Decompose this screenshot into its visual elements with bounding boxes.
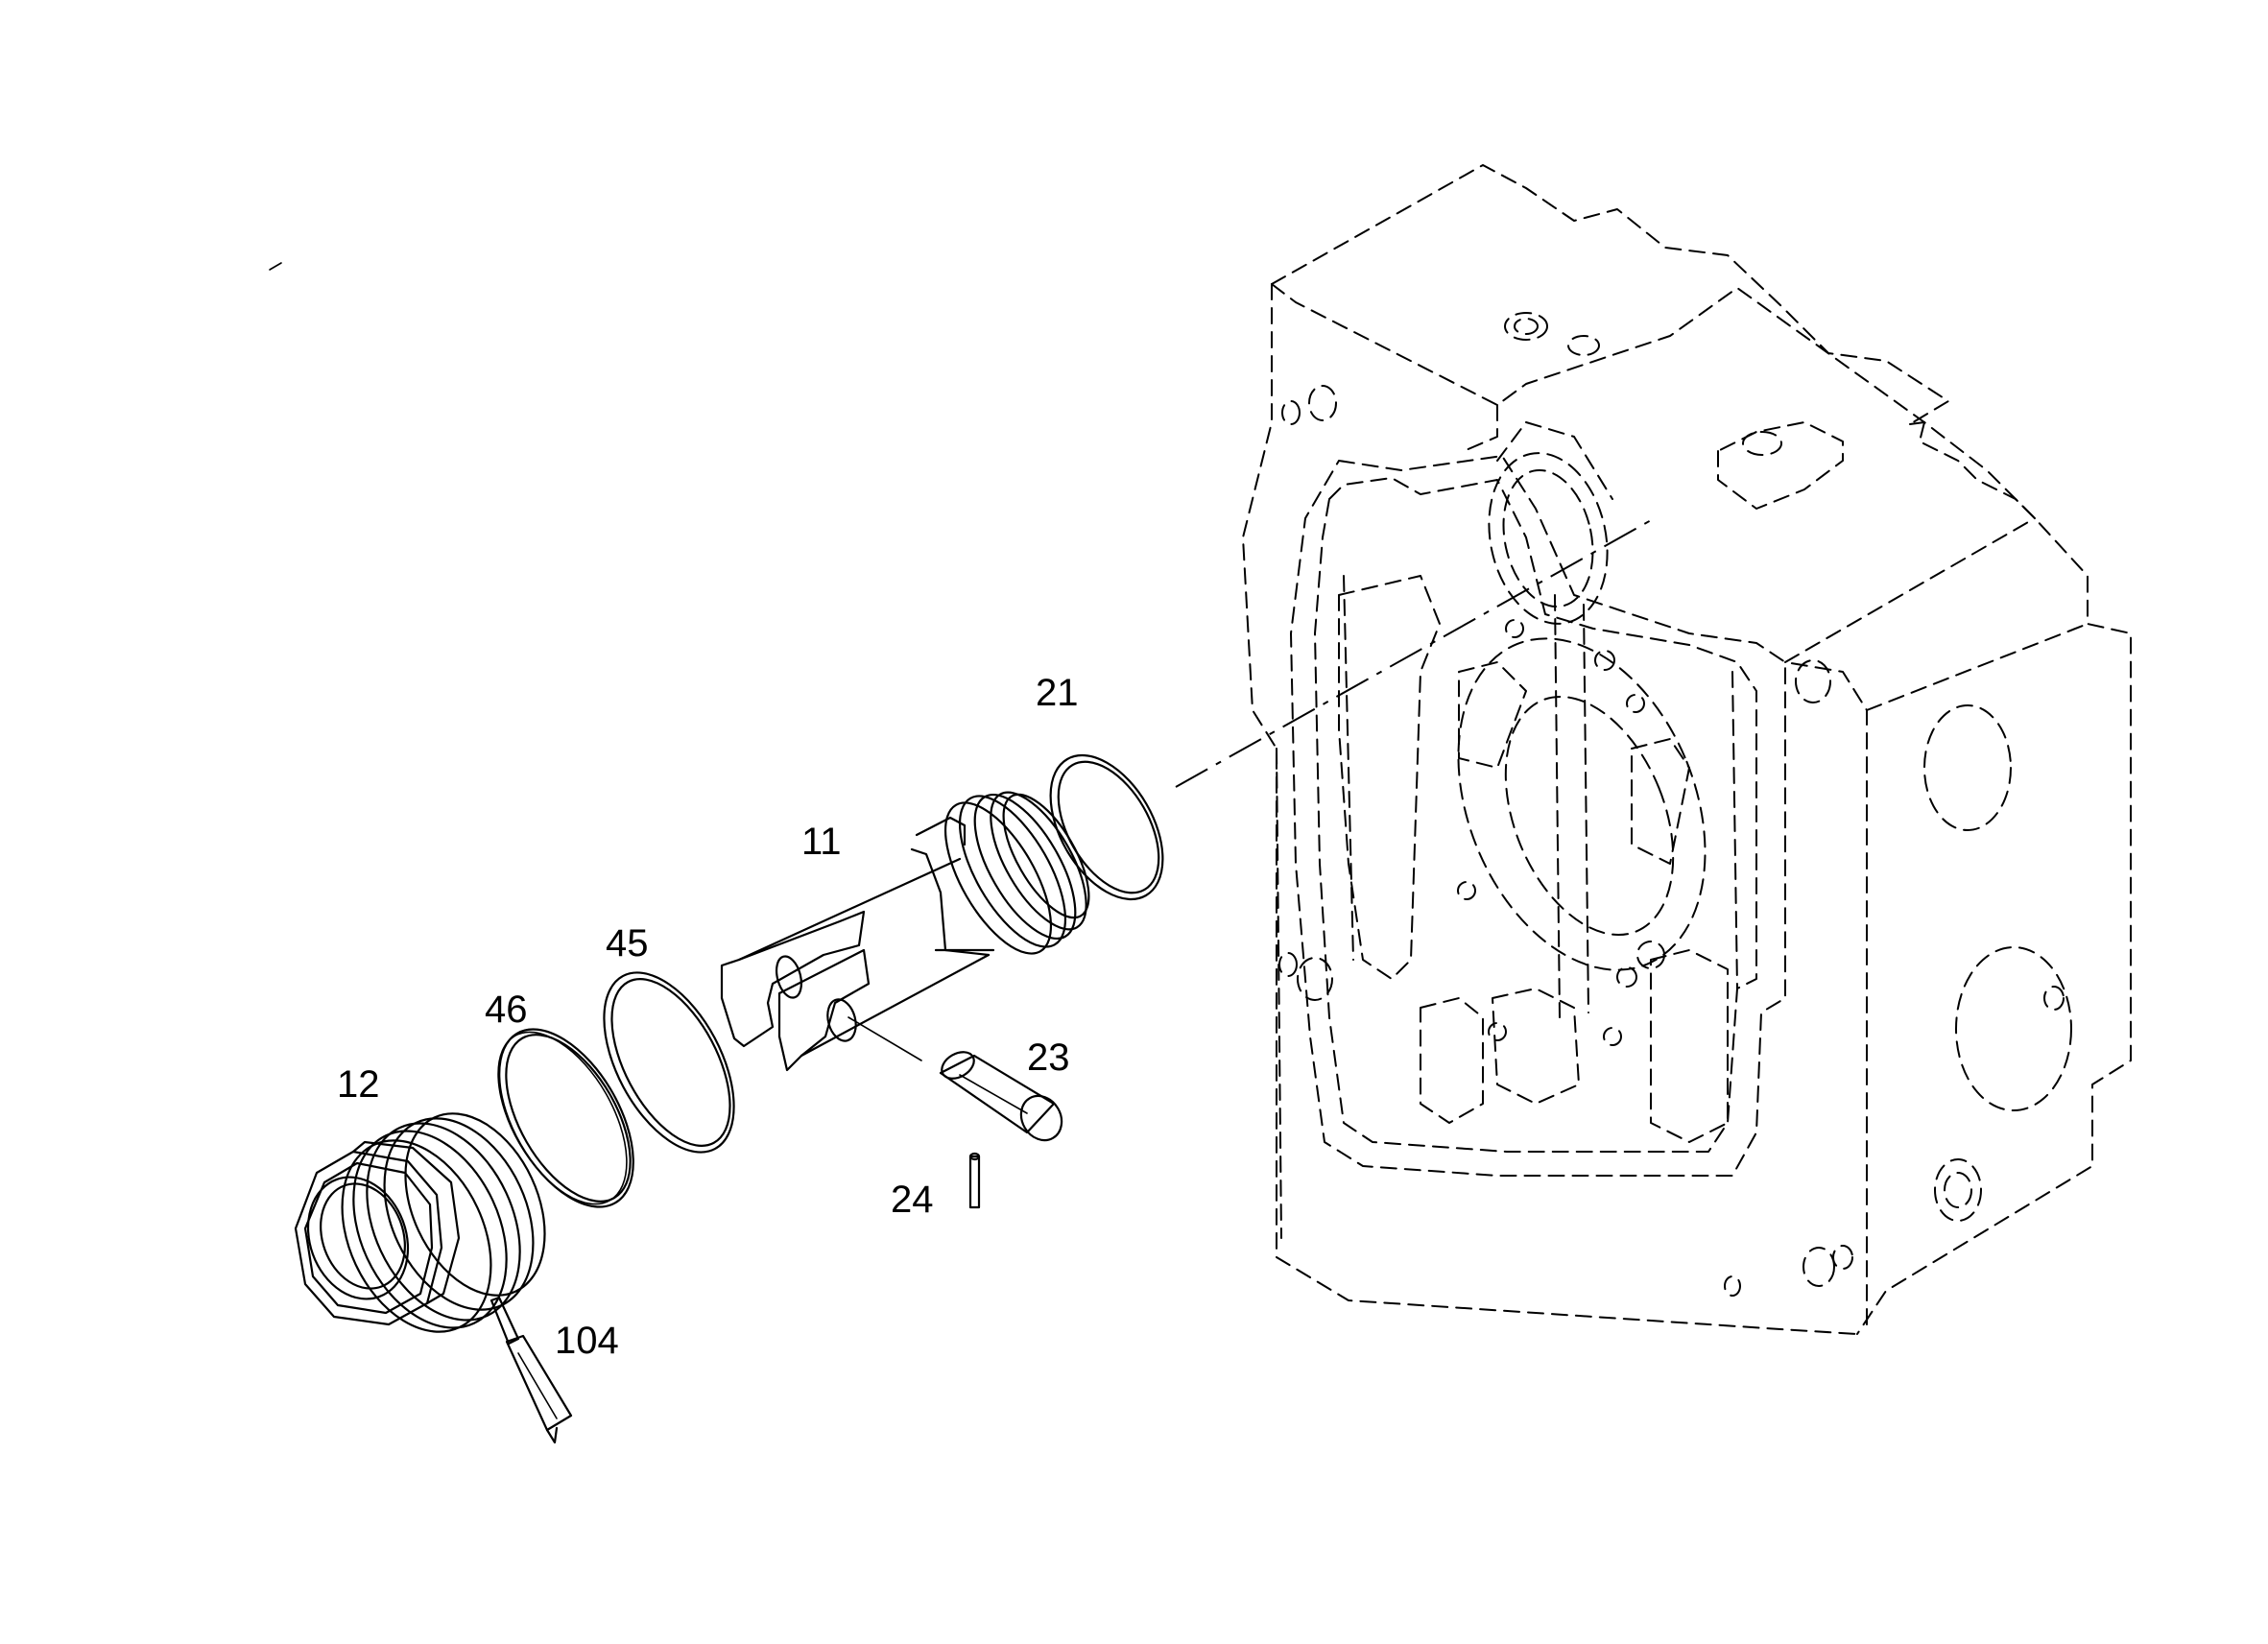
part-12-plug	[294, 1112, 546, 1333]
part-23-pin	[939, 1051, 1063, 1142]
callout-46: 46	[485, 989, 528, 1031]
stray-mark	[269, 262, 282, 271]
part-24-roll-pin	[968, 1152, 981, 1209]
assembly-axis-line	[1175, 518, 1654, 788]
callout-24: 24	[891, 1179, 934, 1221]
part-46-ring	[497, 1028, 634, 1208]
part-104-tube	[489, 1296, 573, 1444]
part-45-o-ring	[603, 971, 735, 1154]
pump-housing	[1242, 164, 2132, 1335]
leader-pin-line	[848, 1016, 922, 1061]
callout-23: 23	[1027, 1036, 1070, 1079]
callout-45: 45	[606, 922, 649, 965]
callout-21: 21	[1036, 672, 1079, 714]
callout-11: 11	[801, 821, 842, 863]
callout-12: 12	[337, 1063, 380, 1106]
part-21-o-ring	[1049, 753, 1164, 901]
callout-104: 104	[555, 1320, 619, 1362]
part-11-spool	[720, 791, 1090, 1072]
